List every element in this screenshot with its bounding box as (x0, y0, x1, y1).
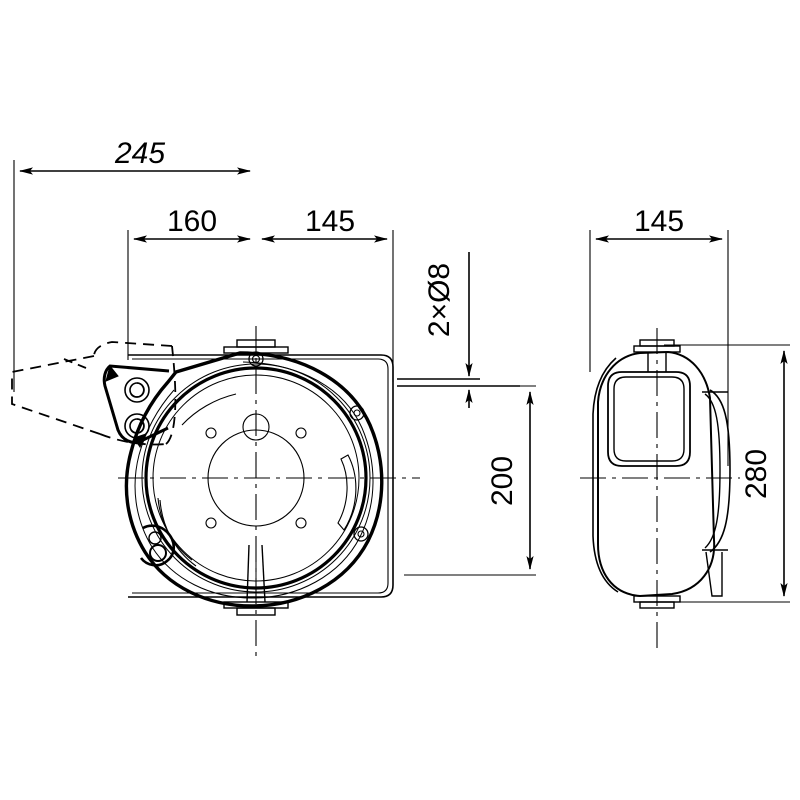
wall-bracket-outline (102, 364, 170, 444)
housing-screw-center (353, 409, 361, 417)
side-top-bracket-stem (647, 352, 667, 372)
bracket-bolt-spiral-upper (130, 382, 145, 398)
front-panel-recess-inner (613, 376, 685, 462)
bottom-mounting-tab (236, 607, 276, 616)
swing-envelope-left (11, 355, 101, 435)
drum-profile-inner (704, 393, 721, 549)
dim-label-245: 245 (114, 137, 165, 170)
housing-outer-shell (124, 351, 384, 608)
swing-envelope-tick (63, 358, 87, 369)
front-view (11, 326, 520, 660)
swing-envelope-right (165, 345, 177, 445)
dimension-annotations: 245 160 145 2×Ø8 200 145 280 (13, 137, 790, 603)
dim-label-280: 280 (740, 449, 773, 499)
hub-bolt-hole (295, 517, 307, 529)
hose-nozzle (705, 551, 723, 597)
lower-left-lug (139, 524, 176, 567)
hose-edge-left (246, 544, 250, 603)
dim-label-hole-callout: 2×Ø8 (423, 263, 456, 337)
front-panel-recess (607, 371, 691, 467)
hose-edge-right (261, 544, 266, 603)
guide-arc-right (337, 454, 357, 531)
swing-envelope-bottom (99, 433, 167, 446)
dim-label-160: 160 (167, 205, 217, 238)
lug-hole-lower (149, 544, 167, 562)
guide-arc-top (181, 393, 237, 426)
hub-bolt-hole (295, 427, 307, 439)
dim-label-200: 200 (486, 456, 519, 506)
bracket-bolt-hole-lower (124, 413, 150, 439)
housing-screw (353, 526, 369, 542)
housing-screw (349, 405, 365, 421)
dim-label-145: 145 (305, 205, 355, 238)
lug-hole-upper (148, 531, 162, 545)
hub-bolt-hole (205, 427, 217, 439)
backplate-outline (128, 354, 394, 598)
backplate-inner-outline (132, 358, 389, 594)
bracket-bolt-hole-upper (124, 377, 150, 403)
side-view (580, 328, 740, 648)
bracket-bolt-spiral-lower (130, 418, 145, 434)
housing-screw-center (357, 530, 365, 538)
hub-bolt-hole (205, 517, 217, 529)
dim-label-side145: 145 (634, 205, 684, 238)
drum-profile-outer (709, 389, 731, 553)
bracket-corner-fill-top (105, 364, 119, 382)
side-shell-left-edge (592, 357, 619, 593)
swing-envelope-top (93, 341, 173, 357)
top-tab-fastener-center (251, 354, 261, 364)
